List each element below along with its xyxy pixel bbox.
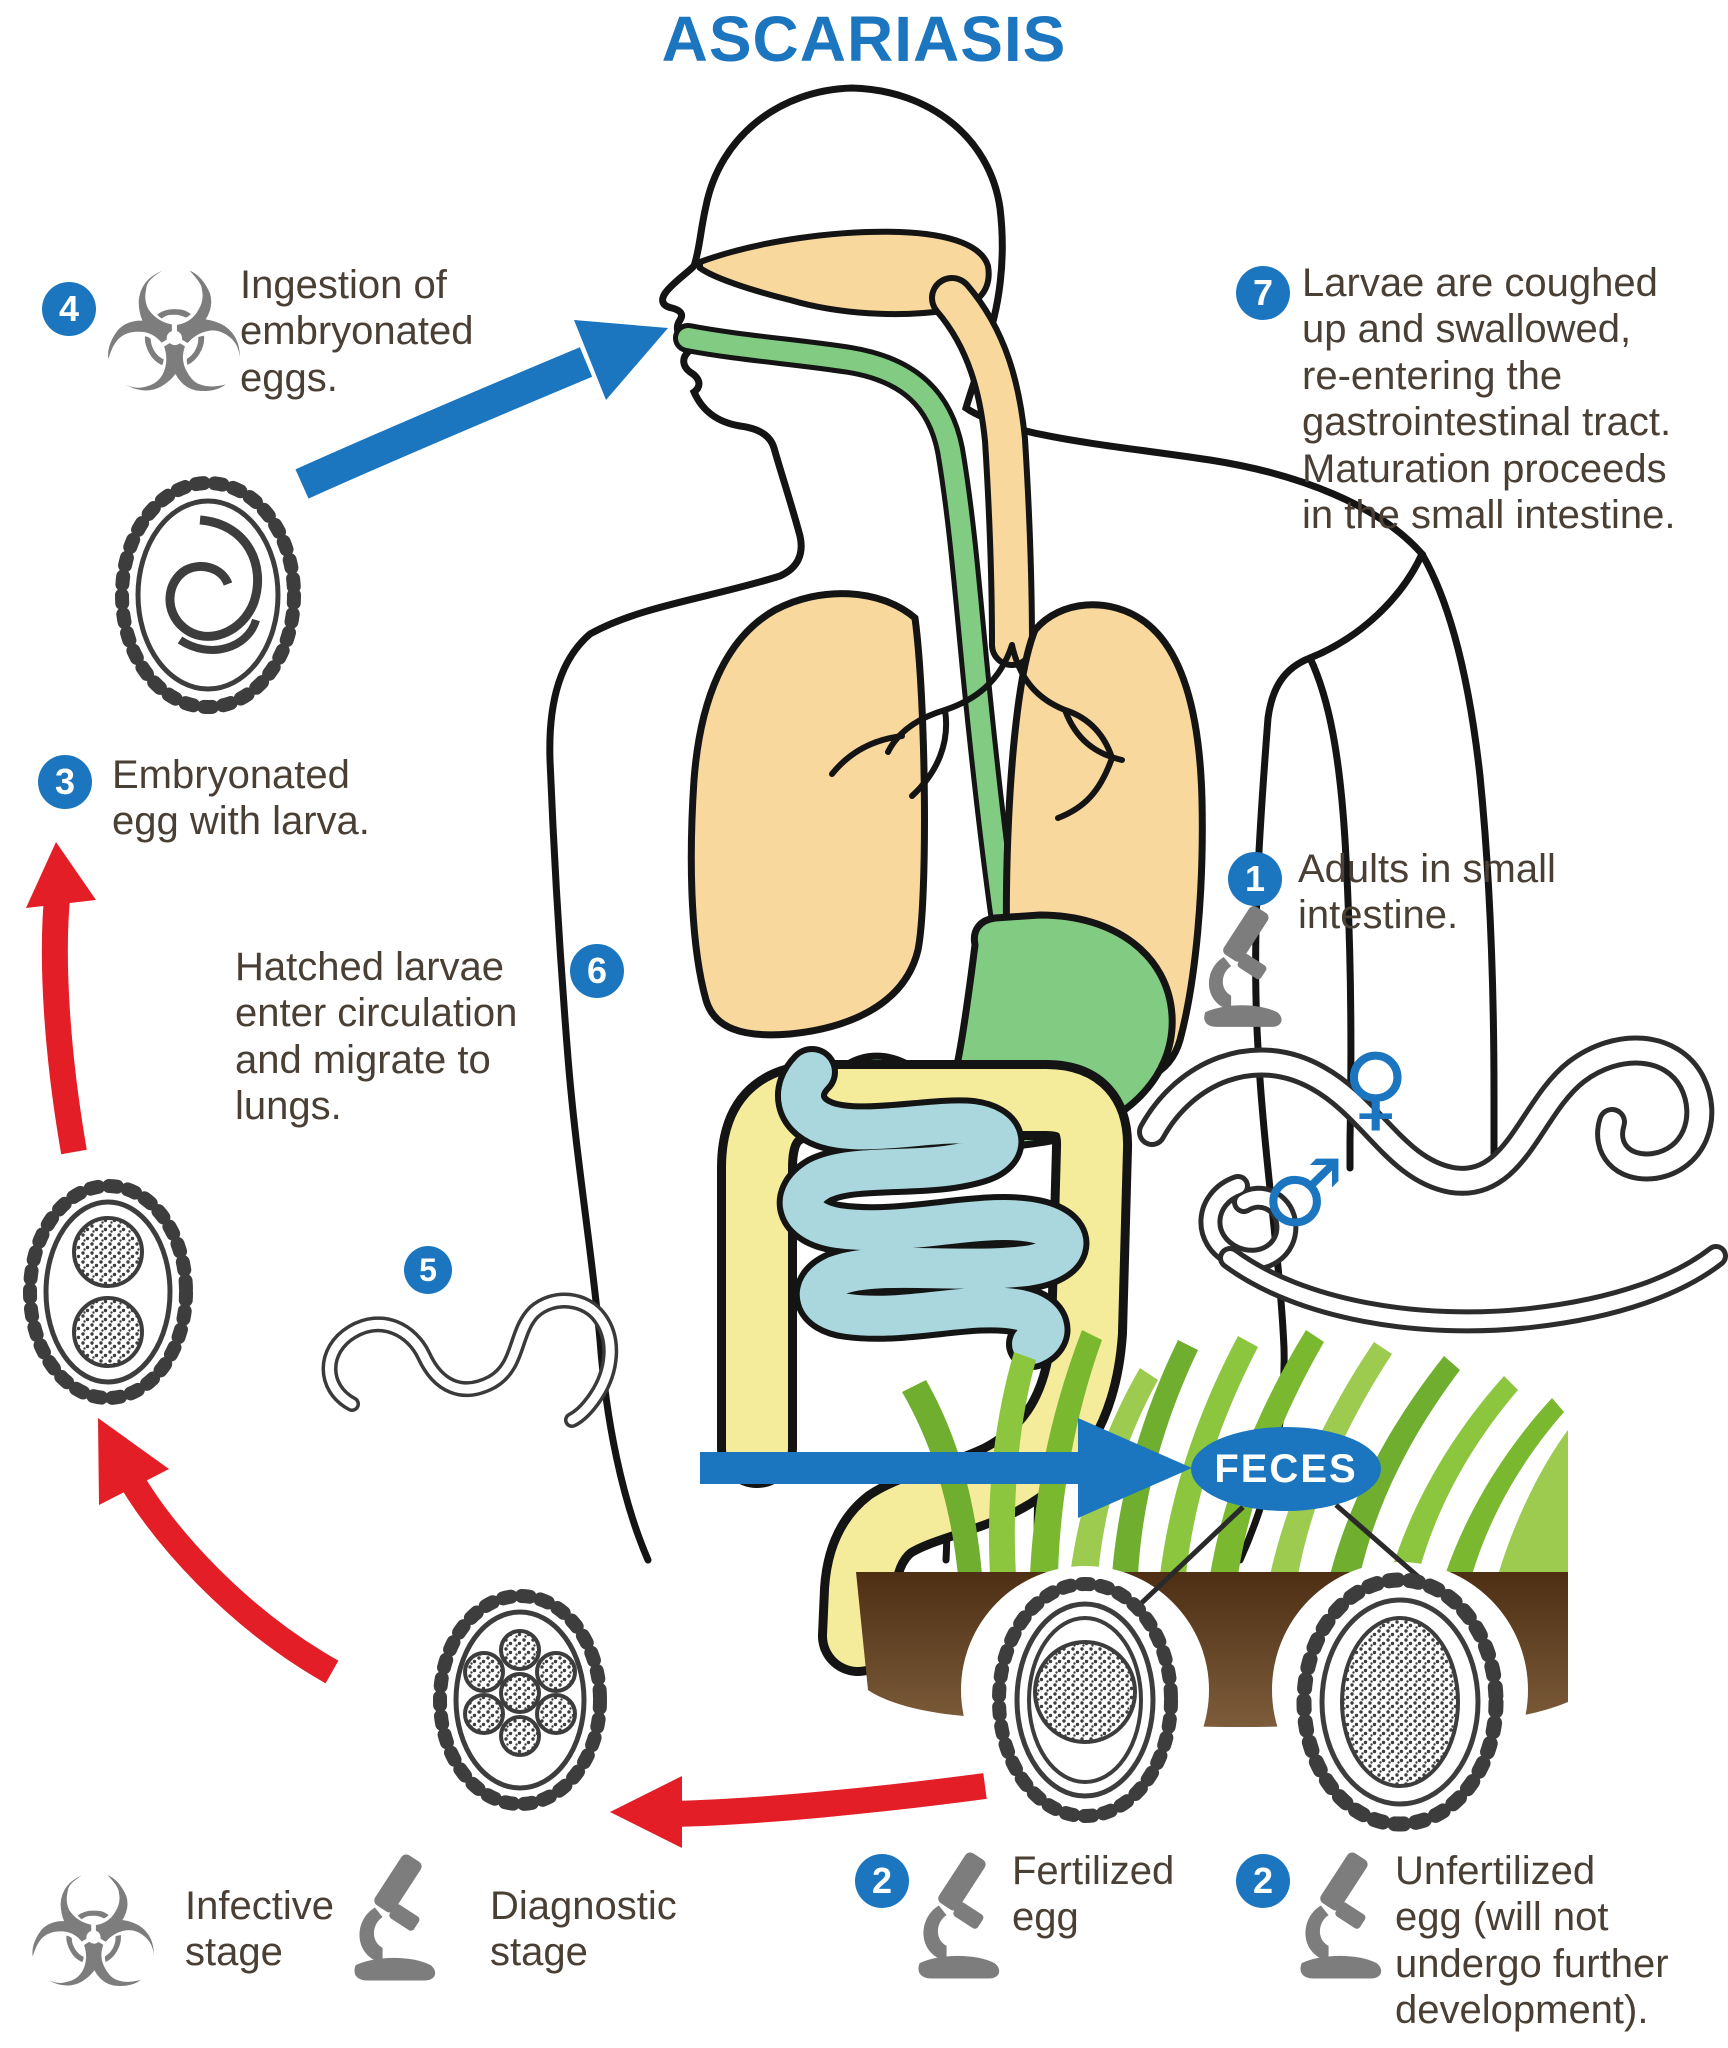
small-intestine: [775, 1046, 1090, 1370]
biohazard-icon: ☣: [100, 238, 248, 430]
two-cell-egg-illustration: [23, 1179, 193, 1405]
step-number-4: 4: [58, 288, 80, 329]
step-number-5: 5: [419, 1251, 437, 1288]
feces-text: FECES: [1214, 1446, 1358, 1491]
step-label-7: Larvae are coughed up and swallowed, re-…: [1302, 261, 1676, 537]
step-badge-5: 5: [404, 1246, 452, 1294]
step-badge-2-unfertilized: 2: [1236, 1854, 1290, 1908]
esophagus: [673, 323, 1023, 963]
step-badge-3: 3: [38, 755, 92, 809]
ingestion-arrow: [295, 320, 668, 499]
step-badge-4: 4: [42, 282, 96, 336]
step-number-1: 1: [1244, 858, 1266, 899]
step-label-2-unfertilized: Unfertilized egg (will not undergo furth…: [1395, 1849, 1669, 2033]
fertilized-egg-illustration: [992, 1577, 1178, 1823]
step-label-6: Hatched larvae enter circulation and mig…: [235, 945, 518, 1129]
larva-illustration: [321, 1292, 619, 1428]
step-label-2-fertilized: Fertilized egg: [1012, 1849, 1175, 1940]
step-number-2b: 2: [1252, 1860, 1274, 1901]
step-number-6: 6: [586, 950, 608, 991]
step-badge-7: 7: [1236, 266, 1290, 320]
step-badge-6: 6: [570, 944, 624, 998]
legend-infective-label: Infective stage: [185, 1884, 334, 1975]
embryonated-egg-illustration: [115, 476, 301, 714]
male-symbol: ♂: [1262, 1140, 1345, 1247]
red-arrow-fertilized-to-multicell: [610, 1773, 987, 1848]
microscope-icon: [918, 1852, 1000, 1979]
step-label-1: Adults in small intestine.: [1298, 847, 1556, 938]
step-badge-1: 1: [1228, 852, 1282, 906]
microscope-icon: [1300, 1852, 1382, 1979]
female-symbol: ♀: [1342, 1034, 1410, 1141]
step-number-7: 7: [1252, 272, 1274, 313]
red-arrow-multicell-to-twocell: [98, 1418, 339, 1684]
step-label-3: Embryonated egg with larva.: [112, 753, 370, 844]
trachea: [929, 275, 1035, 668]
legend-diagnostic-label: Diagnostic stage: [490, 1884, 677, 1975]
feces-label: FECES: [1191, 1427, 1381, 1511]
microscope-icon: [354, 1854, 436, 1981]
microscope-icon: [1204, 906, 1282, 1027]
nasal-cavity: [697, 228, 992, 318]
page-title: ASCARIASIS: [661, 3, 1067, 75]
bronchi: [829, 642, 1125, 821]
unfertilized-egg-illustration: [1296, 1572, 1504, 1832]
red-arrow-twocell-to-embryonated: [26, 842, 96, 1155]
step-label-4: Ingestion of embryonated eggs.: [240, 263, 474, 400]
biohazard-icon: ☣: [25, 1845, 162, 2022]
adult-worms-illustration: [1137, 1035, 1728, 1334]
feces-arrow: [700, 1418, 1192, 1518]
step-number-2a: 2: [871, 1860, 893, 1901]
step-number-3: 3: [54, 761, 76, 802]
step-badge-2-fertilized: 2: [855, 1854, 909, 1908]
multicell-egg-illustration: [433, 1589, 607, 1811]
